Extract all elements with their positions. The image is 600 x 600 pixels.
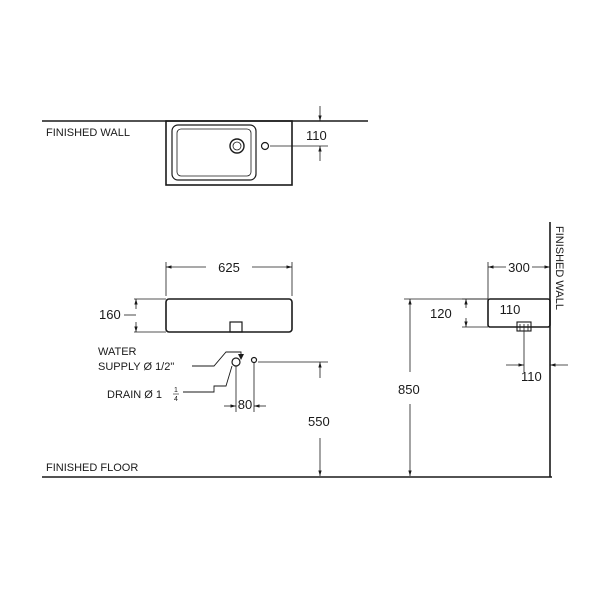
- drain-fraction-denominator: 4: [174, 396, 178, 403]
- supply-height-dimension: 550: [308, 414, 330, 429]
- basin-bowl-plan: [171, 124, 257, 181]
- drain-label: DRAIN Ø 1: [107, 389, 162, 401]
- drain-stub-front: [229, 321, 243, 333]
- side-elevation: FINISHED WALL 850 300 110 120 110: [398, 222, 568, 477]
- tap-hole-plan: [260, 141, 270, 151]
- side-depth-bottom-dimension: 110: [521, 369, 542, 384]
- drain-leader: [183, 365, 233, 393]
- water-supply-leader-arrow: [238, 354, 244, 360]
- drain-circle-plan: [229, 138, 245, 154]
- basin-body-front: [165, 298, 293, 333]
- finished-wall-label-side: FINISHED WALL: [553, 226, 565, 310]
- drain-point: [231, 357, 241, 367]
- drain-inner-circle-plan: [232, 141, 242, 151]
- rim-height-dimension: 850: [398, 382, 420, 397]
- side-height-dimension: 120: [430, 306, 452, 321]
- basin-outline-plan: [165, 120, 293, 186]
- drain-fraction-numerator: 1: [174, 387, 178, 394]
- supply-point: [250, 356, 258, 364]
- depth-dimension: 300: [508, 260, 530, 275]
- width-dimension: 625: [218, 260, 240, 275]
- side-depth-top-dimension: 110: [500, 302, 521, 317]
- front-elevation: 625 160 WATER SUPPLY Ø 1/2" DRAIN Ø 1 1 …: [98, 260, 330, 476]
- water-supply-label-line1: WATER: [98, 346, 137, 358]
- basin-bowl-inner-plan: [176, 128, 252, 177]
- wall-offset-dimension: 110: [306, 128, 327, 143]
- height-dimension: 160: [99, 307, 121, 322]
- plan-view: FINISHED WALL 110: [42, 106, 368, 186]
- basin-side-profile: [487, 298, 551, 328]
- water-supply-label-line2: SUPPLY Ø 1/2": [98, 361, 174, 373]
- finished-floor-label: FINISHED FLOOR: [46, 462, 138, 474]
- finished-wall-label-top: FINISHED WALL: [46, 127, 130, 139]
- drain-spacing-dimension: 80: [238, 397, 252, 412]
